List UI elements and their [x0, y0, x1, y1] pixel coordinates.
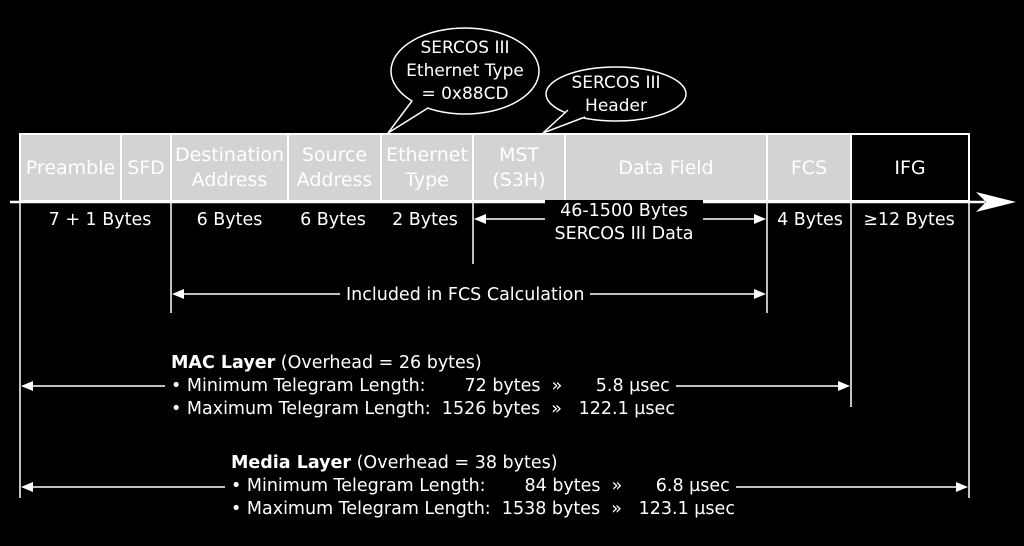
field-label-data: Data Field: [618, 156, 714, 179]
size-source: 6 Bytes: [300, 210, 366, 230]
field-box-mst: [472, 133, 566, 202]
header-callout: [542, 66, 687, 134]
mac-layer-overhead: (Overhead = 26 bytes): [275, 353, 482, 373]
data-span-arrow-left: [474, 214, 486, 224]
media-span-arrow-left: [21, 482, 33, 492]
media-span-arrow-right: [956, 482, 968, 492]
size-fcs: 4 Bytes: [777, 210, 843, 230]
fcs-span-arrow-left: [172, 289, 184, 299]
mac-layer-heading: MAC Layer (Overhead = 26 bytes): [171, 352, 482, 375]
field-label-fcs: FCS: [790, 156, 828, 179]
field-label-ifg: IFG: [894, 156, 926, 179]
ethertype-callout: [387, 27, 540, 134]
media-layer-title: Media Layer: [231, 453, 352, 473]
size-ifg: ≥12 Bytes: [863, 210, 955, 230]
size-ethertype: 2 Bytes: [392, 210, 458, 230]
field-label-sfd: SFD: [127, 156, 165, 179]
field-label-ethertype: Ethernet Type: [386, 144, 468, 191]
media-layer-heading: Media Layer (Overhead = 38 bytes): [231, 452, 558, 475]
size-data: 46-1500 Bytes SERCOS III Data: [545, 200, 703, 246]
mac-span-arrow-right: [838, 381, 850, 391]
media-layer-max: • Maximum Telegram Length: 1538 bytes » …: [231, 499, 735, 519]
media-layer-overhead: (Overhead = 38 bytes): [351, 453, 558, 473]
field-label-preamble: Preamble: [25, 156, 116, 179]
time-axis-arrowhead: [976, 192, 1016, 212]
size-destination: 6 Bytes: [196, 210, 263, 230]
media-layer-min: • Minimum Telegram Length: 84 bytes » 6.…: [225, 475, 736, 498]
field-box-preamble: [19, 133, 122, 202]
size-preamble: 7 + 1 Bytes: [48, 210, 152, 230]
mac-span-arrow-left: [21, 381, 33, 391]
mac-layer-max: • Maximum Telegram Length: 1526 bytes » …: [171, 399, 675, 419]
fcs-span-arrow-right: [754, 289, 766, 299]
mac-layer-min: • Minimum Telegram Length: 72 bytes » 5.…: [165, 375, 676, 398]
ethertype-callout-text: SERCOS III Ethernet Type = 0x88CD: [406, 38, 524, 104]
field-label-mst: MST (S3H): [492, 144, 546, 191]
data-span-arrow-right: [754, 214, 766, 224]
field-box-fcs: [766, 133, 852, 202]
field-label-source: Source Address: [296, 144, 373, 191]
mac-layer-title: MAC Layer: [171, 353, 276, 373]
field-label-destination: Destination Address: [174, 144, 285, 191]
header-callout-text: SERCOS III Header: [571, 73, 661, 116]
fcs-span-label: Included in FCS Calculation: [340, 283, 591, 308]
